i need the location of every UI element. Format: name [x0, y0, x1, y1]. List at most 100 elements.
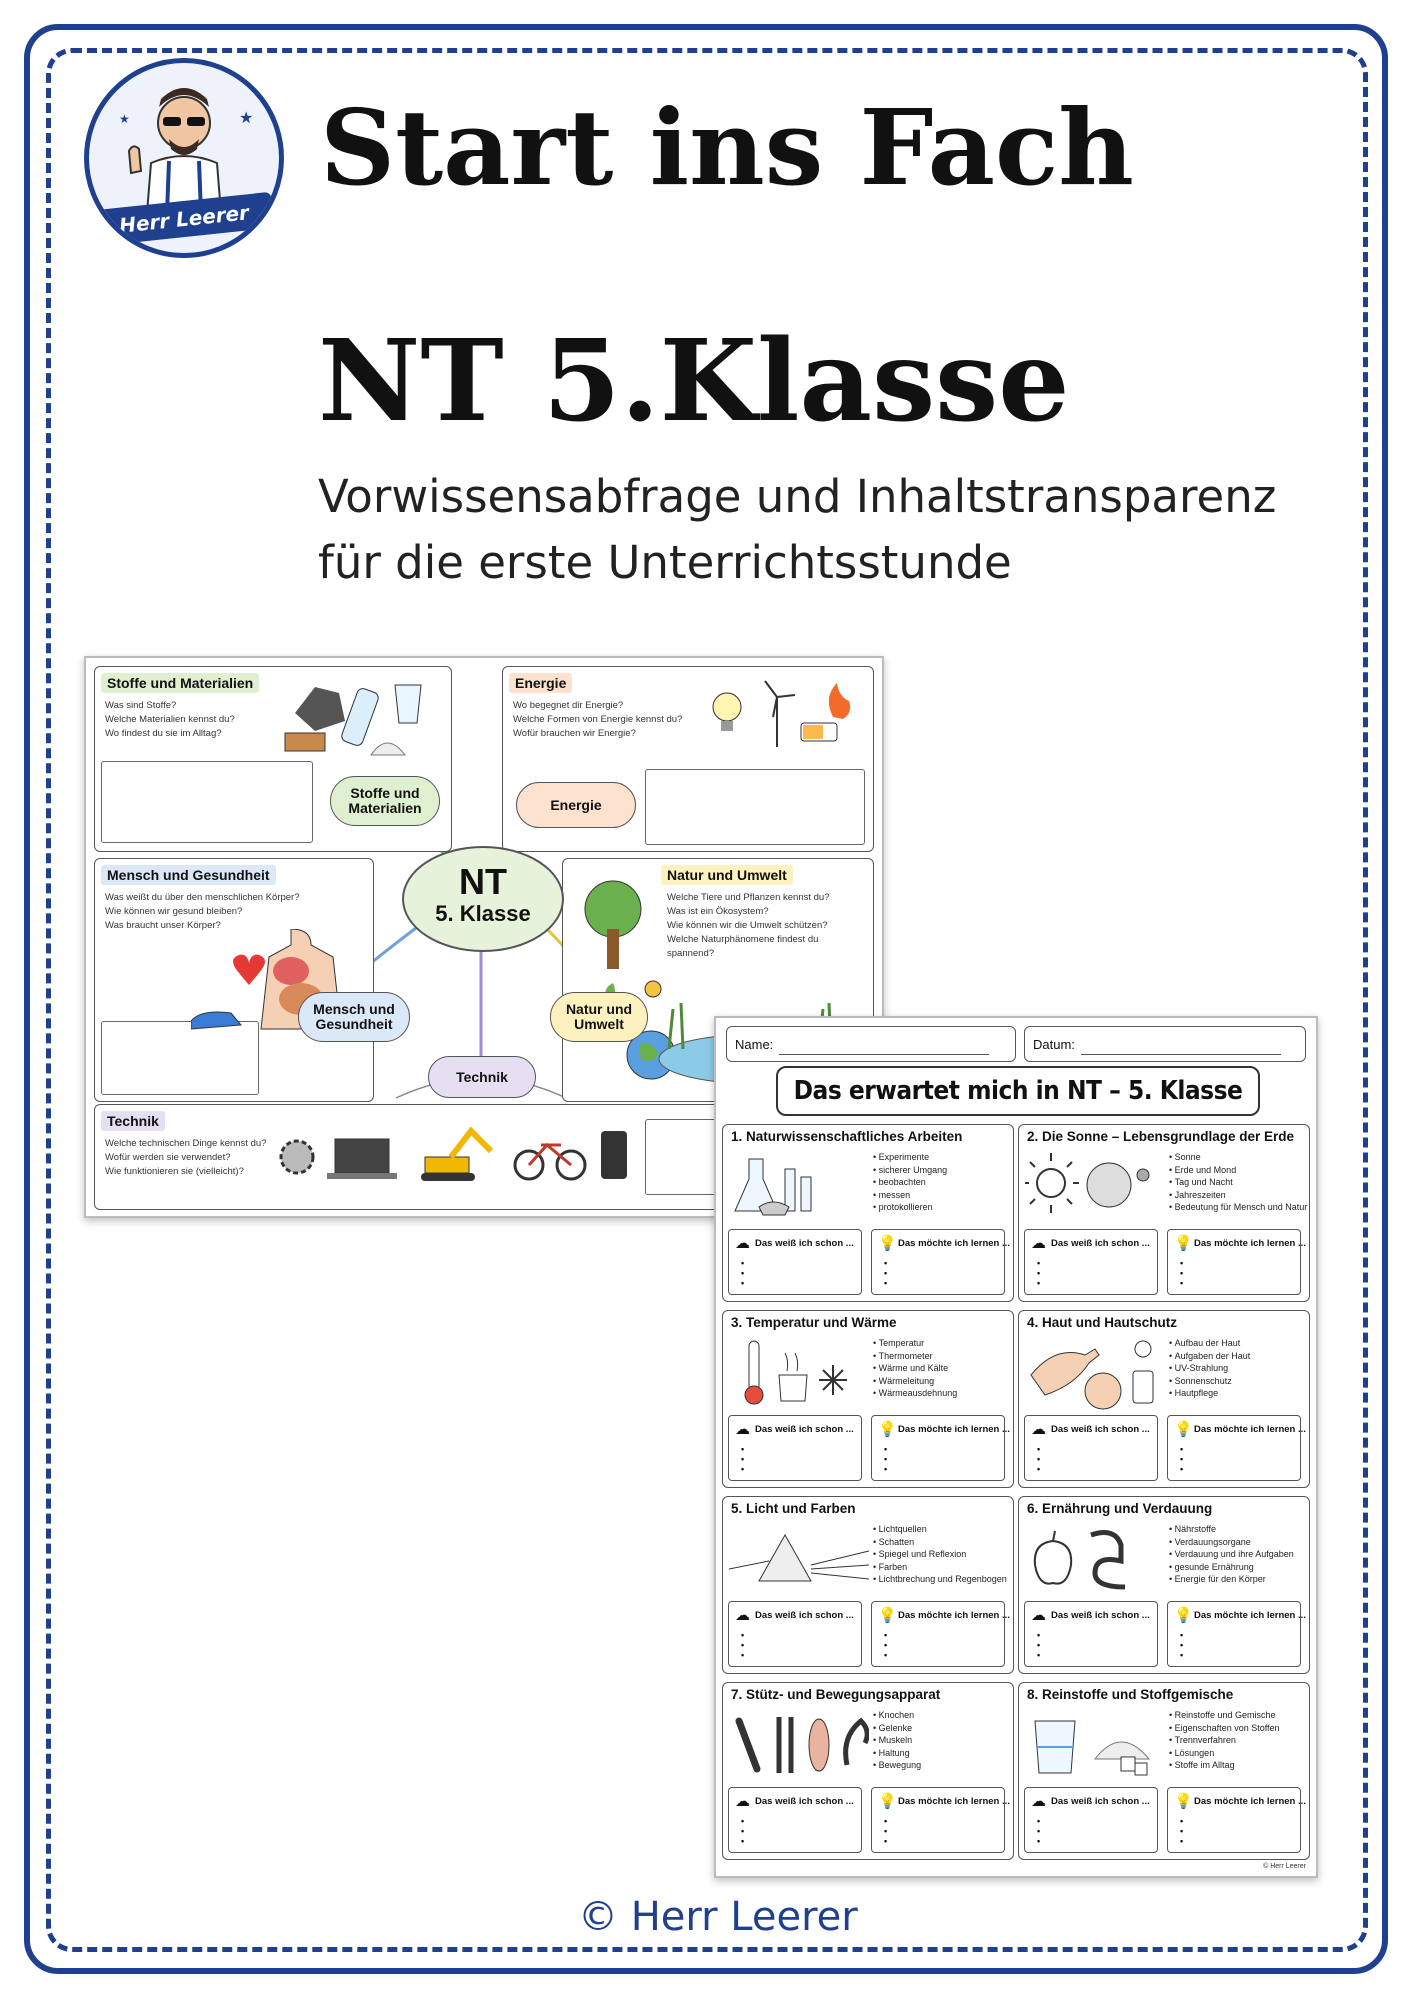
svg-text:★: ★ [119, 112, 130, 126]
herr-leerer-logo: ★ ★ Herr Leerer [84, 58, 284, 258]
topic-item: Sonnenschutz [1169, 1375, 1250, 1388]
write-dots: ••• [884, 1444, 888, 1474]
topic-illustration-icon [735, 1717, 869, 1773]
topic-item: Tag und Nacht [1169, 1176, 1307, 1189]
write-dots: ••• [1037, 1444, 1041, 1474]
topic-item: Spiegel und Reflexion [873, 1548, 1007, 1561]
topic-title: 5. Licht und Farben [731, 1501, 856, 1516]
know-box[interactable]: ☁Das weiß ich schon ...••• [728, 1415, 862, 1481]
brain-icon: ☁ [1031, 1607, 1046, 1624]
topic-list: LichtquellenSchattenSpiegel und Reflexio… [873, 1523, 1007, 1586]
learn-box[interactable]: 💡Das möchte ich lernen ...••• [871, 1229, 1010, 1295]
lightbulb-icon: 💡 [878, 1235, 897, 1252]
topic-item: Schatten [873, 1536, 1007, 1549]
pill-label: Natur und [565, 1001, 633, 1017]
learn-box[interactable]: 💡Das möchte ich lernen ...••• [871, 1601, 1010, 1667]
topic-item: Wärme und Kälte [873, 1362, 957, 1375]
learn-box[interactable]: 💡Das möchte ich lernen ... ••• [1167, 1415, 1306, 1481]
topic-list: NährstoffeVerdauungsorganeVerdauung und … [1169, 1523, 1294, 1586]
know-box[interactable]: ☁Das weiß ich schon ...••• [1024, 1601, 1158, 1667]
topic-item: protokollieren [873, 1201, 947, 1214]
write-dots: ••• [884, 1630, 888, 1660]
write-dots: ••• [1180, 1444, 1184, 1474]
topic-item: Sonne [1169, 1151, 1307, 1164]
topic-title: 2. Die Sonne – Lebensgrundlage der Erde [1027, 1129, 1295, 1144]
know-box[interactable]: ☁Das weiß ich schon ...••• [1024, 1229, 1158, 1295]
page-title-line2: NT 5.Klasse [318, 316, 1070, 447]
topic-list: KnochenGelenkeMuskelnHaltungBewegung [873, 1709, 922, 1772]
lightbulb-icon: 💡 [1174, 1607, 1193, 1624]
learn-label: Das möchte ich lernen ... [1194, 1610, 1306, 1621]
question: Wofür brauchen wir Energie? [513, 728, 636, 739]
topic-section-1: 1. Naturwissenschaftliches ArbeitenExper… [722, 1124, 1014, 1302]
topic-item: Aufbau der Haut [1169, 1337, 1250, 1350]
brain-icon: ☁ [735, 1235, 750, 1252]
pill-label: Stoffe und [350, 785, 420, 801]
brain-icon: ☁ [1031, 1421, 1046, 1438]
topic-illustration-icon [1030, 1340, 1154, 1410]
topic-item: Jahreszeiten [1169, 1189, 1307, 1202]
learn-box[interactable]: 💡Das möchte ich lernen ...••• [1167, 1787, 1306, 1853]
center-subtitle: 5. Klasse [435, 901, 531, 926]
brain-icon: ☁ [735, 1793, 750, 1810]
topic-item: Wärmeausdehnung [873, 1387, 958, 1400]
topic-section-3: 3. Temperatur und WärmeTemperaturThermom… [722, 1310, 1014, 1488]
question: spannend? [667, 948, 715, 959]
page-title-line1: Start ins Fach [320, 86, 1134, 209]
learn-label: Das möchte ich lernen ... [1194, 1796, 1306, 1807]
write-dots: ••• [1037, 1816, 1041, 1846]
question: Welche technischen Dinge kennst du? [105, 1138, 267, 1149]
know-box[interactable]: ☁Das weiß ich schon ...••• [728, 1787, 862, 1853]
topic-item: Nährstoffe [1169, 1523, 1294, 1536]
brain-icon: ☁ [1031, 1793, 1046, 1810]
topic-item: sicherer Umgang [873, 1164, 948, 1177]
topic-item: beobachten [873, 1176, 947, 1189]
know-label: Das weiß ich schon ... [1051, 1424, 1150, 1435]
topic-list: TemperaturThermometerWärme und KälteWärm… [873, 1337, 958, 1400]
learn-box[interactable]: 💡Das möchte ich lernen ...••• [1167, 1601, 1306, 1667]
answer-box[interactable] [101, 1021, 259, 1095]
svg-text:★: ★ [239, 108, 253, 127]
center-title: NT [459, 861, 507, 902]
learn-box[interactable]: 💡Das möchte ich lernen ...••• [871, 1787, 1010, 1853]
footer-copyright: © Herr Leerer [560, 1894, 876, 1940]
topic-illustration-icon [729, 1533, 869, 1582]
technology-icons [279, 1126, 627, 1181]
question: Wie können wir die Umwelt schützen? [667, 920, 828, 931]
date-field[interactable]: Datum: [1024, 1026, 1306, 1062]
write-dots: ••• [741, 1444, 745, 1474]
learn-box[interactable]: 💡Das möchte ich lernen ...••• [871, 1415, 1010, 1481]
question: Was ist ein Ökosystem? [667, 906, 769, 917]
tag-mensch: Mensch und Gesundheit [101, 865, 276, 885]
write-dots: ••• [741, 1630, 745, 1660]
know-box[interactable]: ☁Das weiß ich schon ...••• [1024, 1787, 1158, 1853]
subtitle-line2: für die erste Unterrichtsstunde [318, 536, 1012, 589]
topic-item: Experimente [873, 1151, 947, 1164]
learn-box[interactable]: 💡Das möchte ich lernen ...••• [1167, 1229, 1306, 1295]
know-box[interactable]: ☁Das weiß ich schon ...••• [728, 1229, 862, 1295]
write-dots: ••• [1037, 1258, 1041, 1288]
learn-label: Das möchte ich lernen ... [1194, 1424, 1306, 1435]
brain-icon: ☁ [1031, 1235, 1046, 1252]
topic-item: Knochen [873, 1709, 921, 1722]
lightbulb-icon: 💡 [1174, 1421, 1193, 1438]
pill-technik: Technik [428, 1056, 536, 1098]
name-field[interactable]: Name: [726, 1026, 1016, 1062]
answer-box[interactable] [645, 769, 865, 845]
tag-natur: Natur und Umwelt [661, 865, 793, 885]
dashed-frame [46, 48, 1368, 1952]
question: Welche Materialien kennst du? [105, 714, 235, 725]
topic-list: SonneErde und MondTag und NachtJahreszei… [1169, 1151, 1308, 1214]
write-dots: ••• [884, 1258, 888, 1288]
topic-item: Stoffe im Alltag [1169, 1759, 1280, 1772]
topic-item: Wärmeleitung [873, 1375, 957, 1388]
topic-item: Reinstoffe und Gemische [1169, 1709, 1280, 1722]
answer-box[interactable] [101, 761, 313, 843]
write-dots: ••• [741, 1258, 745, 1288]
topic-section-2: 2. Die Sonne – Lebensgrundlage der ErdeS… [1018, 1124, 1310, 1302]
know-box[interactable]: ☁ Das weiß ich schon ... ••• [1024, 1415, 1158, 1481]
know-box[interactable]: ☁Das weiß ich schon ...••• [728, 1601, 862, 1667]
topic-item: Lichtquellen [873, 1523, 1007, 1536]
question: Wofür werden sie verwendet? [105, 1152, 231, 1163]
